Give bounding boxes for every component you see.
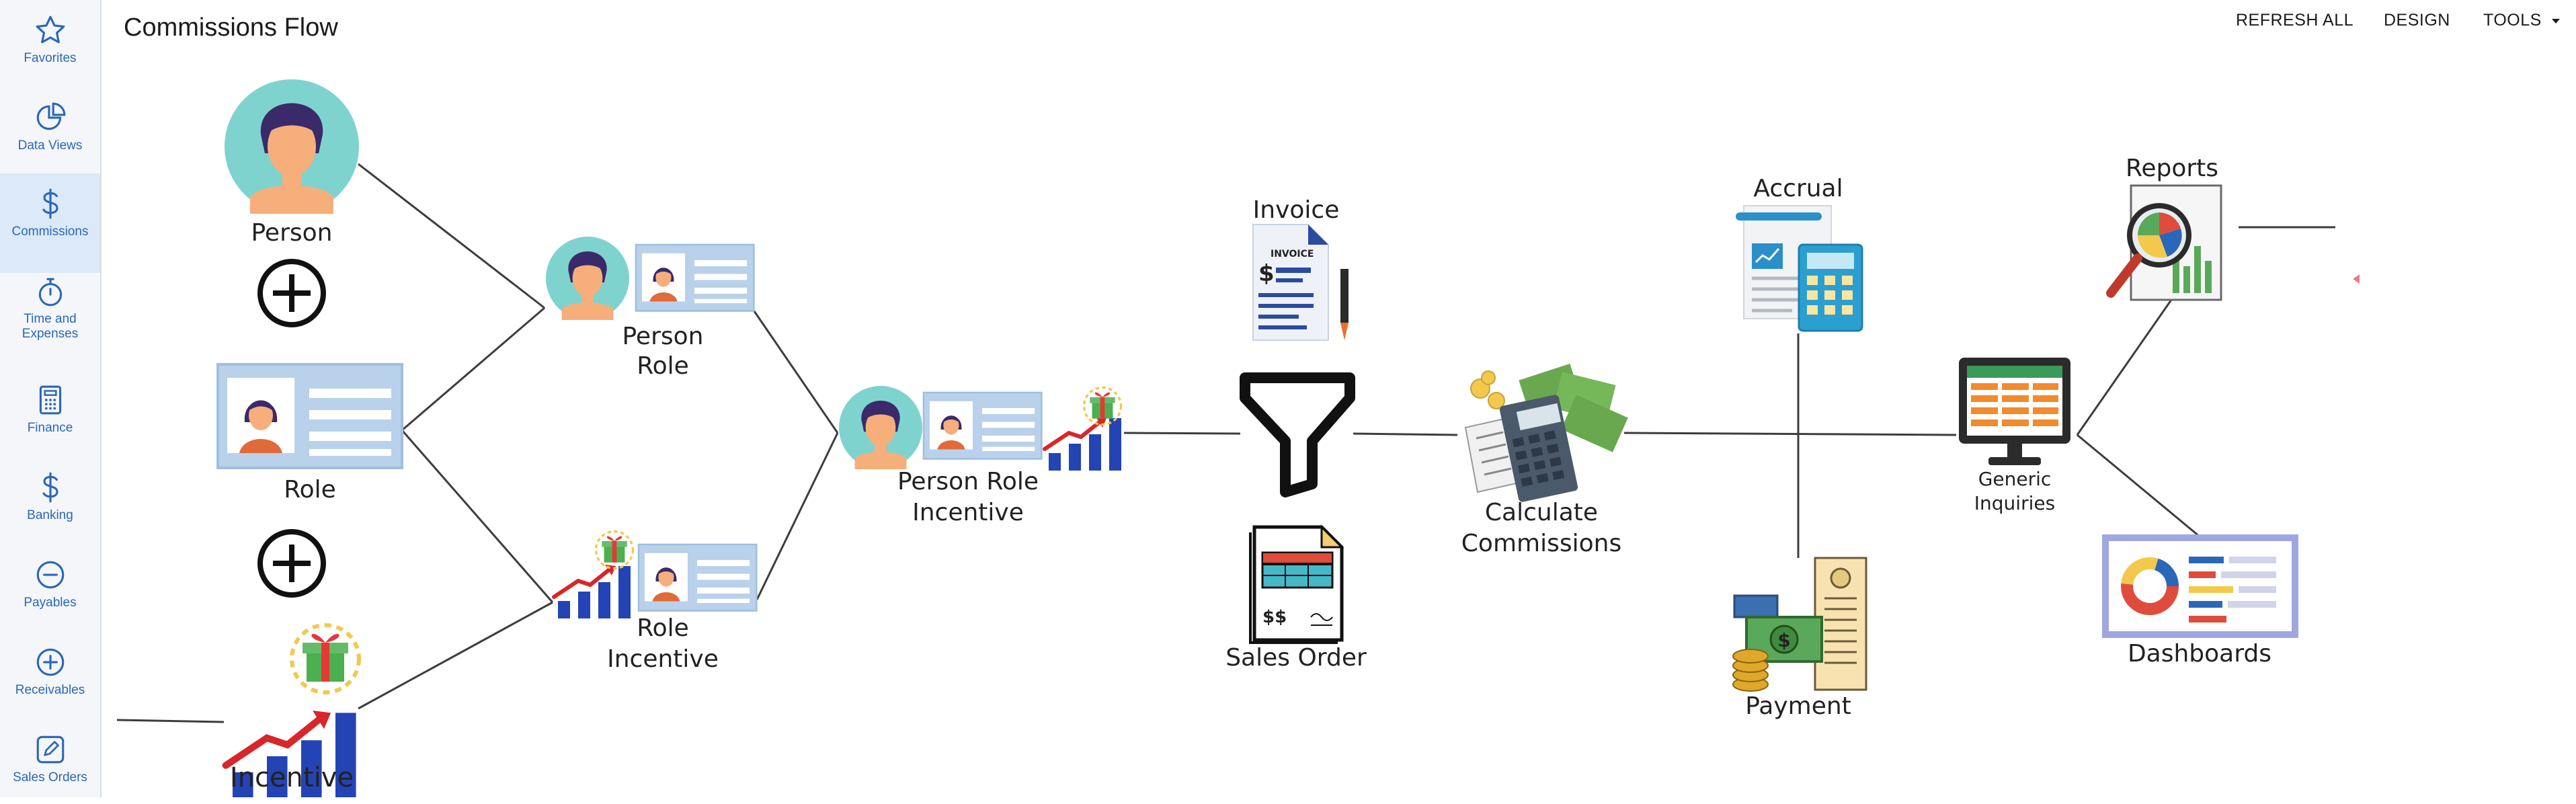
sidebar-item-label-line2: Expenses — [22, 327, 79, 341]
invoice-label: Invoice — [1253, 196, 1340, 224]
pri-bars-icon — [1045, 417, 1121, 471]
reports-label: Reports — [2126, 155, 2218, 182]
filter-funnel-icon — [1240, 372, 1355, 497]
sidebar-item-label: Receivables — [15, 683, 85, 697]
person-label: Person — [251, 219, 333, 247]
person-role-avatar-icon — [546, 237, 629, 320]
tools-label: TOOLS — [2483, 11, 2542, 30]
incentive-label: Incentive — [230, 762, 354, 793]
role-incentive-label-line2: Incentive — [607, 645, 719, 673]
plus-circle-icon — [36, 648, 64, 676]
accrual-ledger-icon — [1736, 205, 1863, 332]
design-button[interactable]: DESIGN — [2384, 11, 2450, 30]
pri-label-line2: Incentive — [912, 499, 1024, 526]
sidebar-item-sales-orders[interactable]: Sales Orders — [0, 726, 100, 804]
star-icon — [36, 15, 65, 44]
svg-text:$: $ — [1777, 629, 1790, 651]
connector-lines — [116, 163, 2335, 723]
svg-text:$: $ — [1258, 260, 1275, 287]
plus-operator-icon — [257, 529, 326, 598]
sidebar-item-label: Payables — [24, 596, 77, 610]
stopwatch-icon — [38, 278, 62, 307]
minus-circle-icon — [36, 561, 64, 589]
payment-label: Payment — [1745, 692, 1851, 720]
person-role-label-line1: Person — [622, 323, 704, 350]
sidebar-item-label: Sales Orders — [13, 770, 87, 785]
invoice-doc-text: INVOICE — [1271, 249, 1314, 259]
tools-menu-button[interactable]: TOOLS — [2483, 11, 2561, 30]
sidebar-item-label: Finance — [27, 421, 73, 435]
person-role-label-line2: Role — [637, 352, 689, 380]
sidebar-item-banking[interactable]: Banking — [0, 464, 100, 550]
pri-avatar-icon — [839, 386, 922, 469]
invoice-document-icon: INVOICE $ — [1252, 224, 1349, 341]
plus-operator-icon — [257, 259, 326, 327]
sidebar-item-commissions[interactable]: Commissions — [0, 173, 100, 273]
sales-order-label: Sales Order — [1225, 644, 1367, 672]
dollar-icon — [42, 472, 58, 503]
role-incentive-label-line1: Role — [637, 614, 689, 642]
commissions-flow-diagram: Person Role Incentive Person Role Role I… — [116, 79, 2360, 797]
role-incentive-bars-icon — [554, 565, 631, 618]
sidebar-item-favorites[interactable]: Favorites — [0, 7, 100, 93]
page-title: Commissions Flow — [124, 13, 338, 42]
sidebar-item-time-and-expenses[interactable]: Time and Expenses — [0, 269, 100, 363]
role-label: Role — [284, 476, 336, 504]
sidebar-item-receivables[interactable]: Receivables — [0, 639, 100, 725]
sidebar-item-payables[interactable]: Payables — [0, 551, 100, 637]
sidebar-item-finance[interactable]: Finance — [0, 376, 100, 463]
sidebar-item-data-views[interactable]: Data Views — [0, 94, 100, 180]
pencil-icon — [36, 735, 64, 764]
role-incentive-card-icon — [637, 543, 758, 612]
person-avatar-icon — [225, 79, 359, 214]
pie-chart-icon — [36, 102, 65, 130]
dashboards-label: Dashboards — [2128, 640, 2271, 668]
calculate-commissions-label-line2: Commissions — [1461, 530, 1621, 557]
sidebar-item-label: Banking — [27, 508, 73, 522]
reports-magnifier-chart-icon — [2106, 184, 2222, 301]
refresh-all-button[interactable]: REFRESH ALL — [2236, 11, 2354, 30]
generic-inquiries-label-line2: Inquiries — [1974, 492, 2055, 514]
pri-card-icon — [922, 391, 1043, 460]
sidebar-item-label-line1: Time and — [24, 312, 77, 326]
dollar-icon — [42, 188, 58, 219]
accrual-label: Accrual — [1753, 175, 1843, 202]
sales-doc-text: $$ — [1262, 607, 1287, 627]
calculator-money-icon — [1464, 364, 1628, 502]
gift-icon — [594, 530, 635, 570]
gift-icon — [292, 625, 359, 692]
calculator-icon — [39, 385, 61, 415]
sidebar-item-label: Favorites — [24, 51, 77, 65]
dashboards-chart-icon — [2102, 534, 2298, 638]
role-card-icon — [216, 363, 403, 469]
person-role-card-icon — [635, 243, 755, 312]
sidebar: Favorites Data Views Commissions Time an… — [0, 0, 102, 797]
generic-inquiries-monitor-icon — [1959, 358, 2070, 465]
payment-money-receipt-icon: $ — [1732, 557, 1867, 692]
calculate-commissions-label-line1: Calculate — [1485, 499, 1598, 526]
sidebar-item-label: Commissions — [11, 225, 89, 239]
pri-label-line1: Person Role — [897, 468, 1039, 495]
generic-inquiries-label-line1: Generic — [1978, 468, 2052, 490]
sidebar-item-label: Data Views — [17, 138, 83, 153]
sales-order-document-icon: $$ — [1249, 524, 1344, 644]
caret-down-icon — [2552, 19, 2561, 24]
